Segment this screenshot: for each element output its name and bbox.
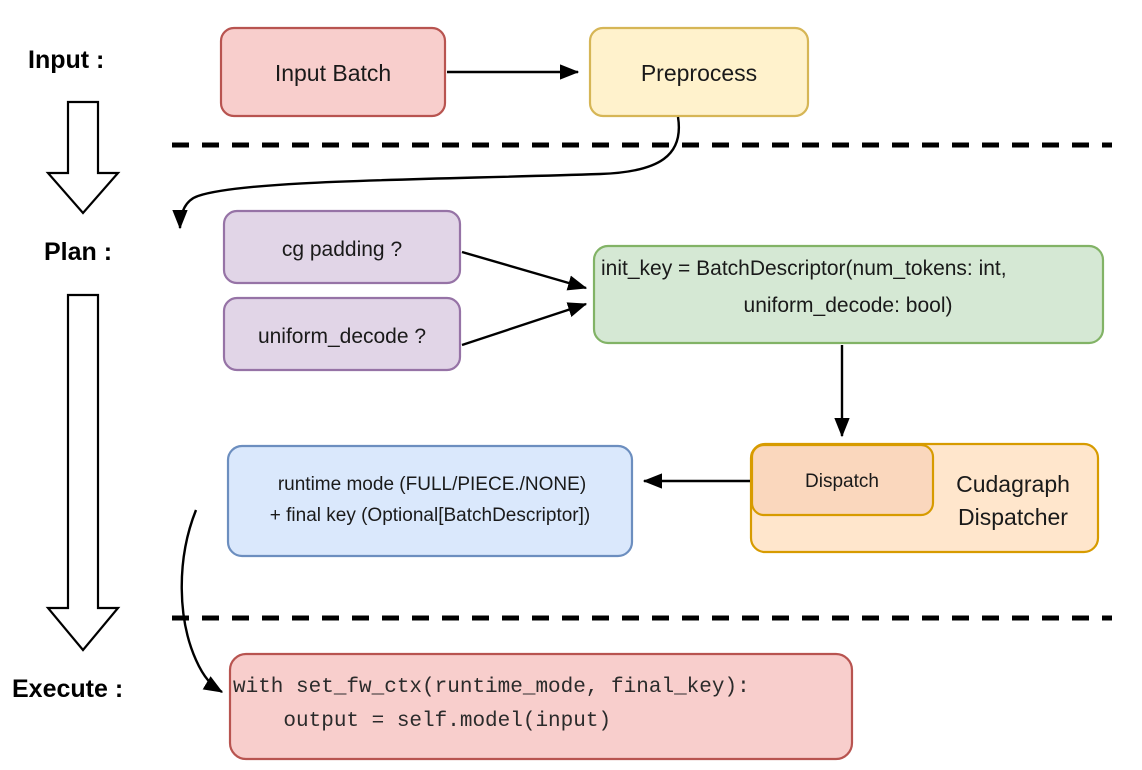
stage-label-input: Input : <box>28 46 104 74</box>
node-dispatch[interactable] <box>750 443 935 517</box>
edge-cg-padding-to-init-key <box>461 250 588 291</box>
node-init-key-line2: uniform_decode: bool) <box>744 294 953 317</box>
node-runtime-mode-line1: runtime mode (FULL/PIECE./NONE) <box>278 474 586 495</box>
node-init-key-line1: init_key = BatchDescriptor(num_tokens: i… <box>601 257 1007 280</box>
stage-label-plan: Plan : <box>44 238 112 266</box>
node-cudagraph-dispatcher-line2: Dispatcher <box>958 504 1068 530</box>
node-init-key[interactable] <box>592 244 1105 345</box>
node-execute-code-line2: output = self.model(input) <box>233 710 611 733</box>
node-execute-code[interactable] <box>228 652 854 761</box>
node-cudagraph-dispatcher-line1: Cudagraph <box>956 471 1070 497</box>
node-runtime-mode-line2: + final key (Optional[BatchDescriptor]) <box>270 505 591 526</box>
node-preprocess-label: Preprocess <box>641 60 757 86</box>
node-cg-padding-label: cg padding ? <box>282 238 402 261</box>
node-cg-padding[interactable] <box>222 209 462 285</box>
edge-uniform-decode-to-init-key <box>461 302 588 347</box>
edge-runtime-mode-to-execute <box>180 509 224 694</box>
block-arrow-input-to-plan <box>45 100 121 215</box>
edge-preprocess-to-plan <box>172 116 681 230</box>
node-input-batch-label: Input Batch <box>275 60 391 86</box>
node-input-batch[interactable] <box>219 26 447 118</box>
node-execute-code-line1: with set_fw_ctx(runtime_mode, final_key)… <box>233 676 750 699</box>
node-preprocess[interactable] <box>588 26 810 118</box>
block-arrow-plan-to-execute <box>45 293 121 652</box>
node-uniform-decode-label: uniform_decode ? <box>258 325 426 348</box>
node-runtime-mode[interactable] <box>226 444 634 558</box>
stage-label-execute: Execute : <box>12 675 123 703</box>
node-uniform-decode[interactable] <box>222 296 462 372</box>
node-dispatch-label: Dispatch <box>805 471 879 492</box>
